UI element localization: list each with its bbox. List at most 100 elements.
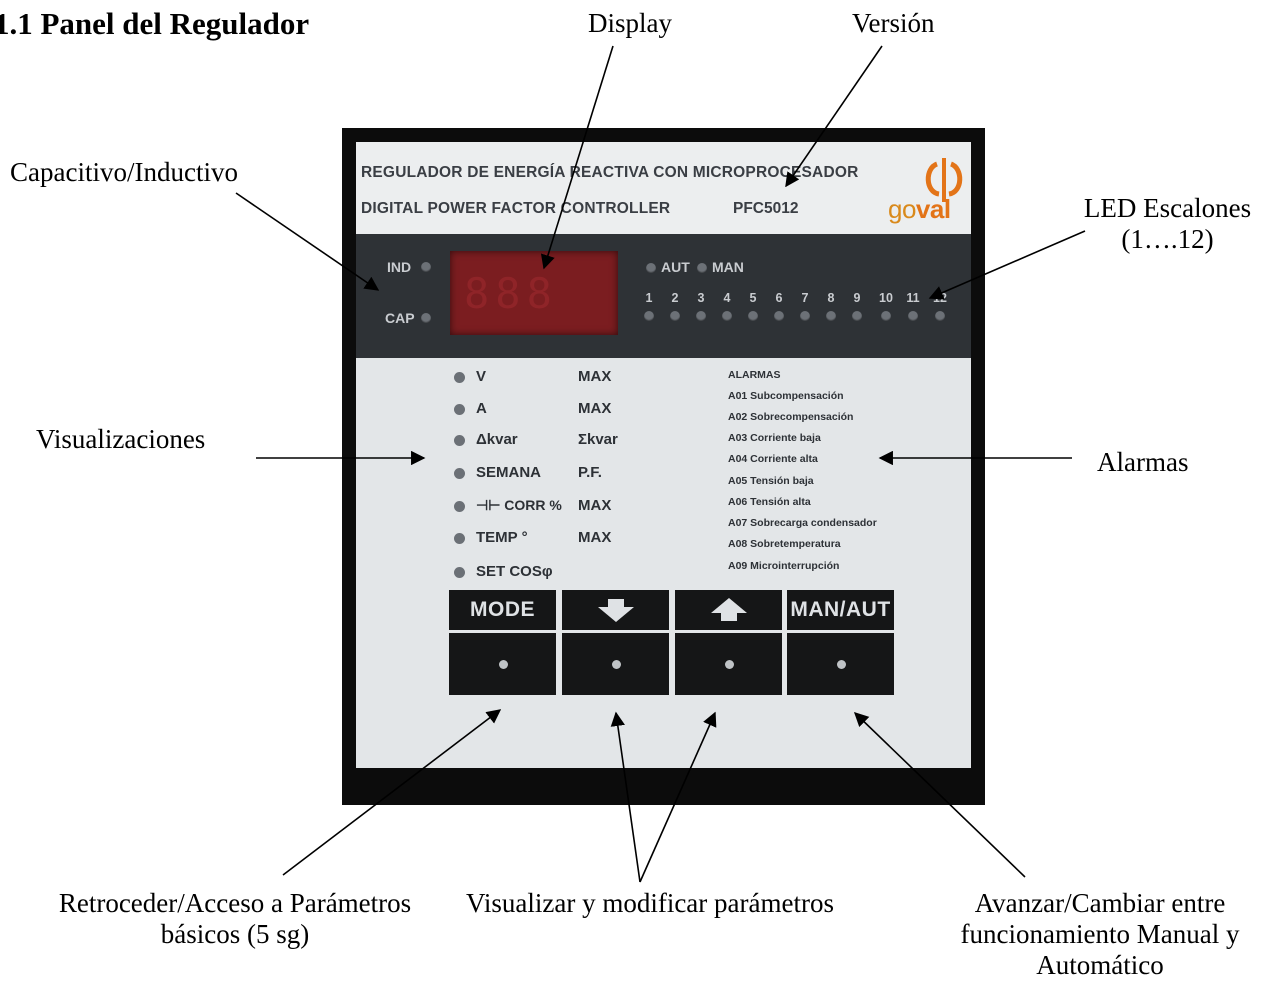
down-button[interactable] [562, 633, 669, 695]
cap-led [421, 313, 431, 323]
step-led [908, 311, 918, 321]
step-led [644, 311, 654, 321]
callout-avanzar-line3: Automático [1036, 950, 1164, 981]
alarm-item: A03 Corriente baja [728, 432, 821, 444]
callout-visualizaciones: Visualizaciones [36, 424, 206, 454]
measure-label: ⊣⊢ CORR % [476, 497, 562, 513]
man-led [697, 263, 707, 273]
callout-avanzar-line1: Avanzar/Cambiar entre [974, 888, 1226, 918]
panel-title-en: DIGITAL POWER FACTOR CONTROLLER [361, 200, 671, 217]
key-dot [611, 660, 621, 669]
panel-model: PFC5012 [733, 200, 799, 217]
alarm-item: A02 Sobrecompensación [728, 411, 854, 423]
manaut-key-label: MAN/AUT [787, 590, 894, 630]
leader-cap-ind [235, 192, 380, 291]
step-led [722, 311, 732, 321]
step-led [800, 311, 810, 321]
step-number: 6 [775, 291, 783, 305]
leader-down [610, 711, 641, 883]
measure-label-right: MAX [578, 368, 612, 385]
mode-button[interactable] [449, 633, 556, 695]
callout-alarmas: Alarmas [1097, 447, 1189, 477]
measure-led [454, 533, 465, 544]
measure-led [454, 468, 465, 479]
callout-cap-ind: Capacitivo/Inductivo [10, 157, 238, 187]
measure-label: TEMP ° [476, 529, 528, 546]
measure-led [454, 501, 465, 512]
measure-led [454, 567, 465, 578]
up-key-label [675, 590, 782, 630]
step-led [935, 311, 945, 321]
leader-display [540, 45, 614, 270]
measure-label-right: MAX [578, 529, 612, 546]
measure-label: SET COSφ [476, 563, 553, 580]
alarm-item: A06 Tensión alta [728, 496, 811, 508]
step-number: 5 [749, 291, 757, 305]
step-led [881, 311, 891, 321]
man-label: MAN [712, 259, 744, 275]
aut-led [646, 263, 656, 273]
step-led [696, 311, 706, 321]
measure-label-right: Σkvar [578, 431, 618, 448]
callout-version: Versión [852, 8, 935, 38]
aut-label: AUT [661, 259, 690, 275]
alarms-title: ALARMAS [728, 369, 781, 381]
callout-retroceder-line1: Retroceder/Acceso a Parámetros [58, 888, 412, 918]
key-dot [724, 660, 734, 669]
panel-header [356, 142, 971, 234]
step-number: 4 [723, 291, 731, 305]
step-number: 9 [853, 291, 861, 305]
up-arrow-icon [710, 598, 747, 621]
measure-led [454, 404, 465, 415]
callout-display: Display [588, 8, 672, 38]
leader-led-steps [928, 230, 1086, 300]
panel-title-es: REGULADOR DE ENERGÍA REACTIVA CON MICROP… [361, 164, 859, 181]
alarm-item: A04 Corriente alta [728, 453, 818, 465]
callout-avanzar-line2: funcionamiento Manual y [960, 919, 1240, 950]
regulator-panel: REGULADOR DE ENERGÍA REACTIVA CON MICROP… [342, 128, 985, 805]
ind-label: IND [387, 259, 412, 275]
goval-phi-symbol [925, 158, 963, 202]
measure-label-right: MAX [578, 497, 612, 514]
panel-legend-area [356, 358, 971, 768]
step-number: 2 [671, 291, 679, 305]
step-led [748, 311, 758, 321]
logo-text-a: go [888, 194, 916, 224]
leader-mode [282, 709, 502, 876]
mode-key-label: MODE [449, 590, 556, 630]
leader-version [785, 45, 883, 188]
manaut-button[interactable] [787, 633, 894, 695]
display-segments: 888 [464, 269, 558, 318]
seven-segment-display: 888 [450, 251, 618, 335]
down-arrow-icon [597, 599, 634, 622]
callout-led-steps-line1: LED Escalones [1083, 193, 1252, 223]
alarm-item: A09 Microinterrupción [728, 560, 840, 572]
callout-retroceder-line2: básicos (5 sg) [160, 919, 310, 950]
ind-led [421, 262, 431, 272]
measure-label: V [476, 368, 487, 385]
measure-label: A [476, 400, 487, 417]
step-led [852, 311, 862, 321]
measure-led [454, 372, 465, 383]
down-key-label [562, 590, 669, 630]
leader-up [639, 711, 717, 883]
step-number: 1 [645, 291, 653, 305]
measure-label-right: MAX [578, 400, 612, 417]
cap-label: CAP [385, 310, 415, 326]
callout-led-steps-line2: (1….12) [1121, 224, 1214, 255]
leader-manaut [853, 712, 1026, 878]
step-number: 8 [827, 291, 835, 305]
page-heading: 1.1 Panel del Regulador [0, 6, 310, 41]
callout-avanzar: Avanzar/Cambiar entre funcionamiento Man… [920, 888, 1280, 981]
alarm-item: A01 Subcompensación [728, 390, 844, 402]
alarm-item: A08 Sobretemperatura [728, 538, 841, 550]
alarm-item: A07 Sobrecarga condensador [728, 517, 877, 529]
measure-label: Δkvar [476, 431, 518, 448]
step-number: 3 [697, 291, 705, 305]
step-led [774, 311, 784, 321]
measure-label: SEMANA [476, 464, 542, 481]
callout-visualizar: Visualizar y modificar parámetros [466, 888, 834, 918]
step-led [826, 311, 836, 321]
up-button[interactable] [675, 633, 782, 695]
